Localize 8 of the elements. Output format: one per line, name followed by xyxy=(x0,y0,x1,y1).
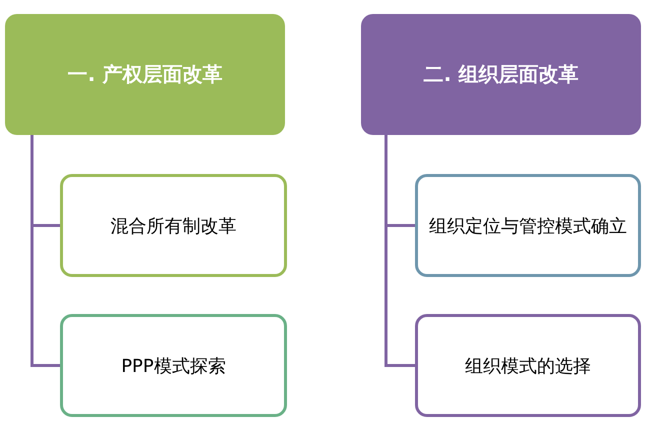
connector-line xyxy=(30,135,60,367)
item-box: 组织定位与管控模式确立 xyxy=(415,174,641,277)
connector-line xyxy=(384,135,415,367)
header-box: 二. 组织层面改革 xyxy=(361,14,641,135)
item-box: 混合所有制改革 xyxy=(60,174,287,277)
header-box: 一. 产权层面改革 xyxy=(5,14,285,135)
item-box: 组织模式的选择 xyxy=(415,314,641,417)
item-box: PPP模式探索 xyxy=(60,314,287,417)
